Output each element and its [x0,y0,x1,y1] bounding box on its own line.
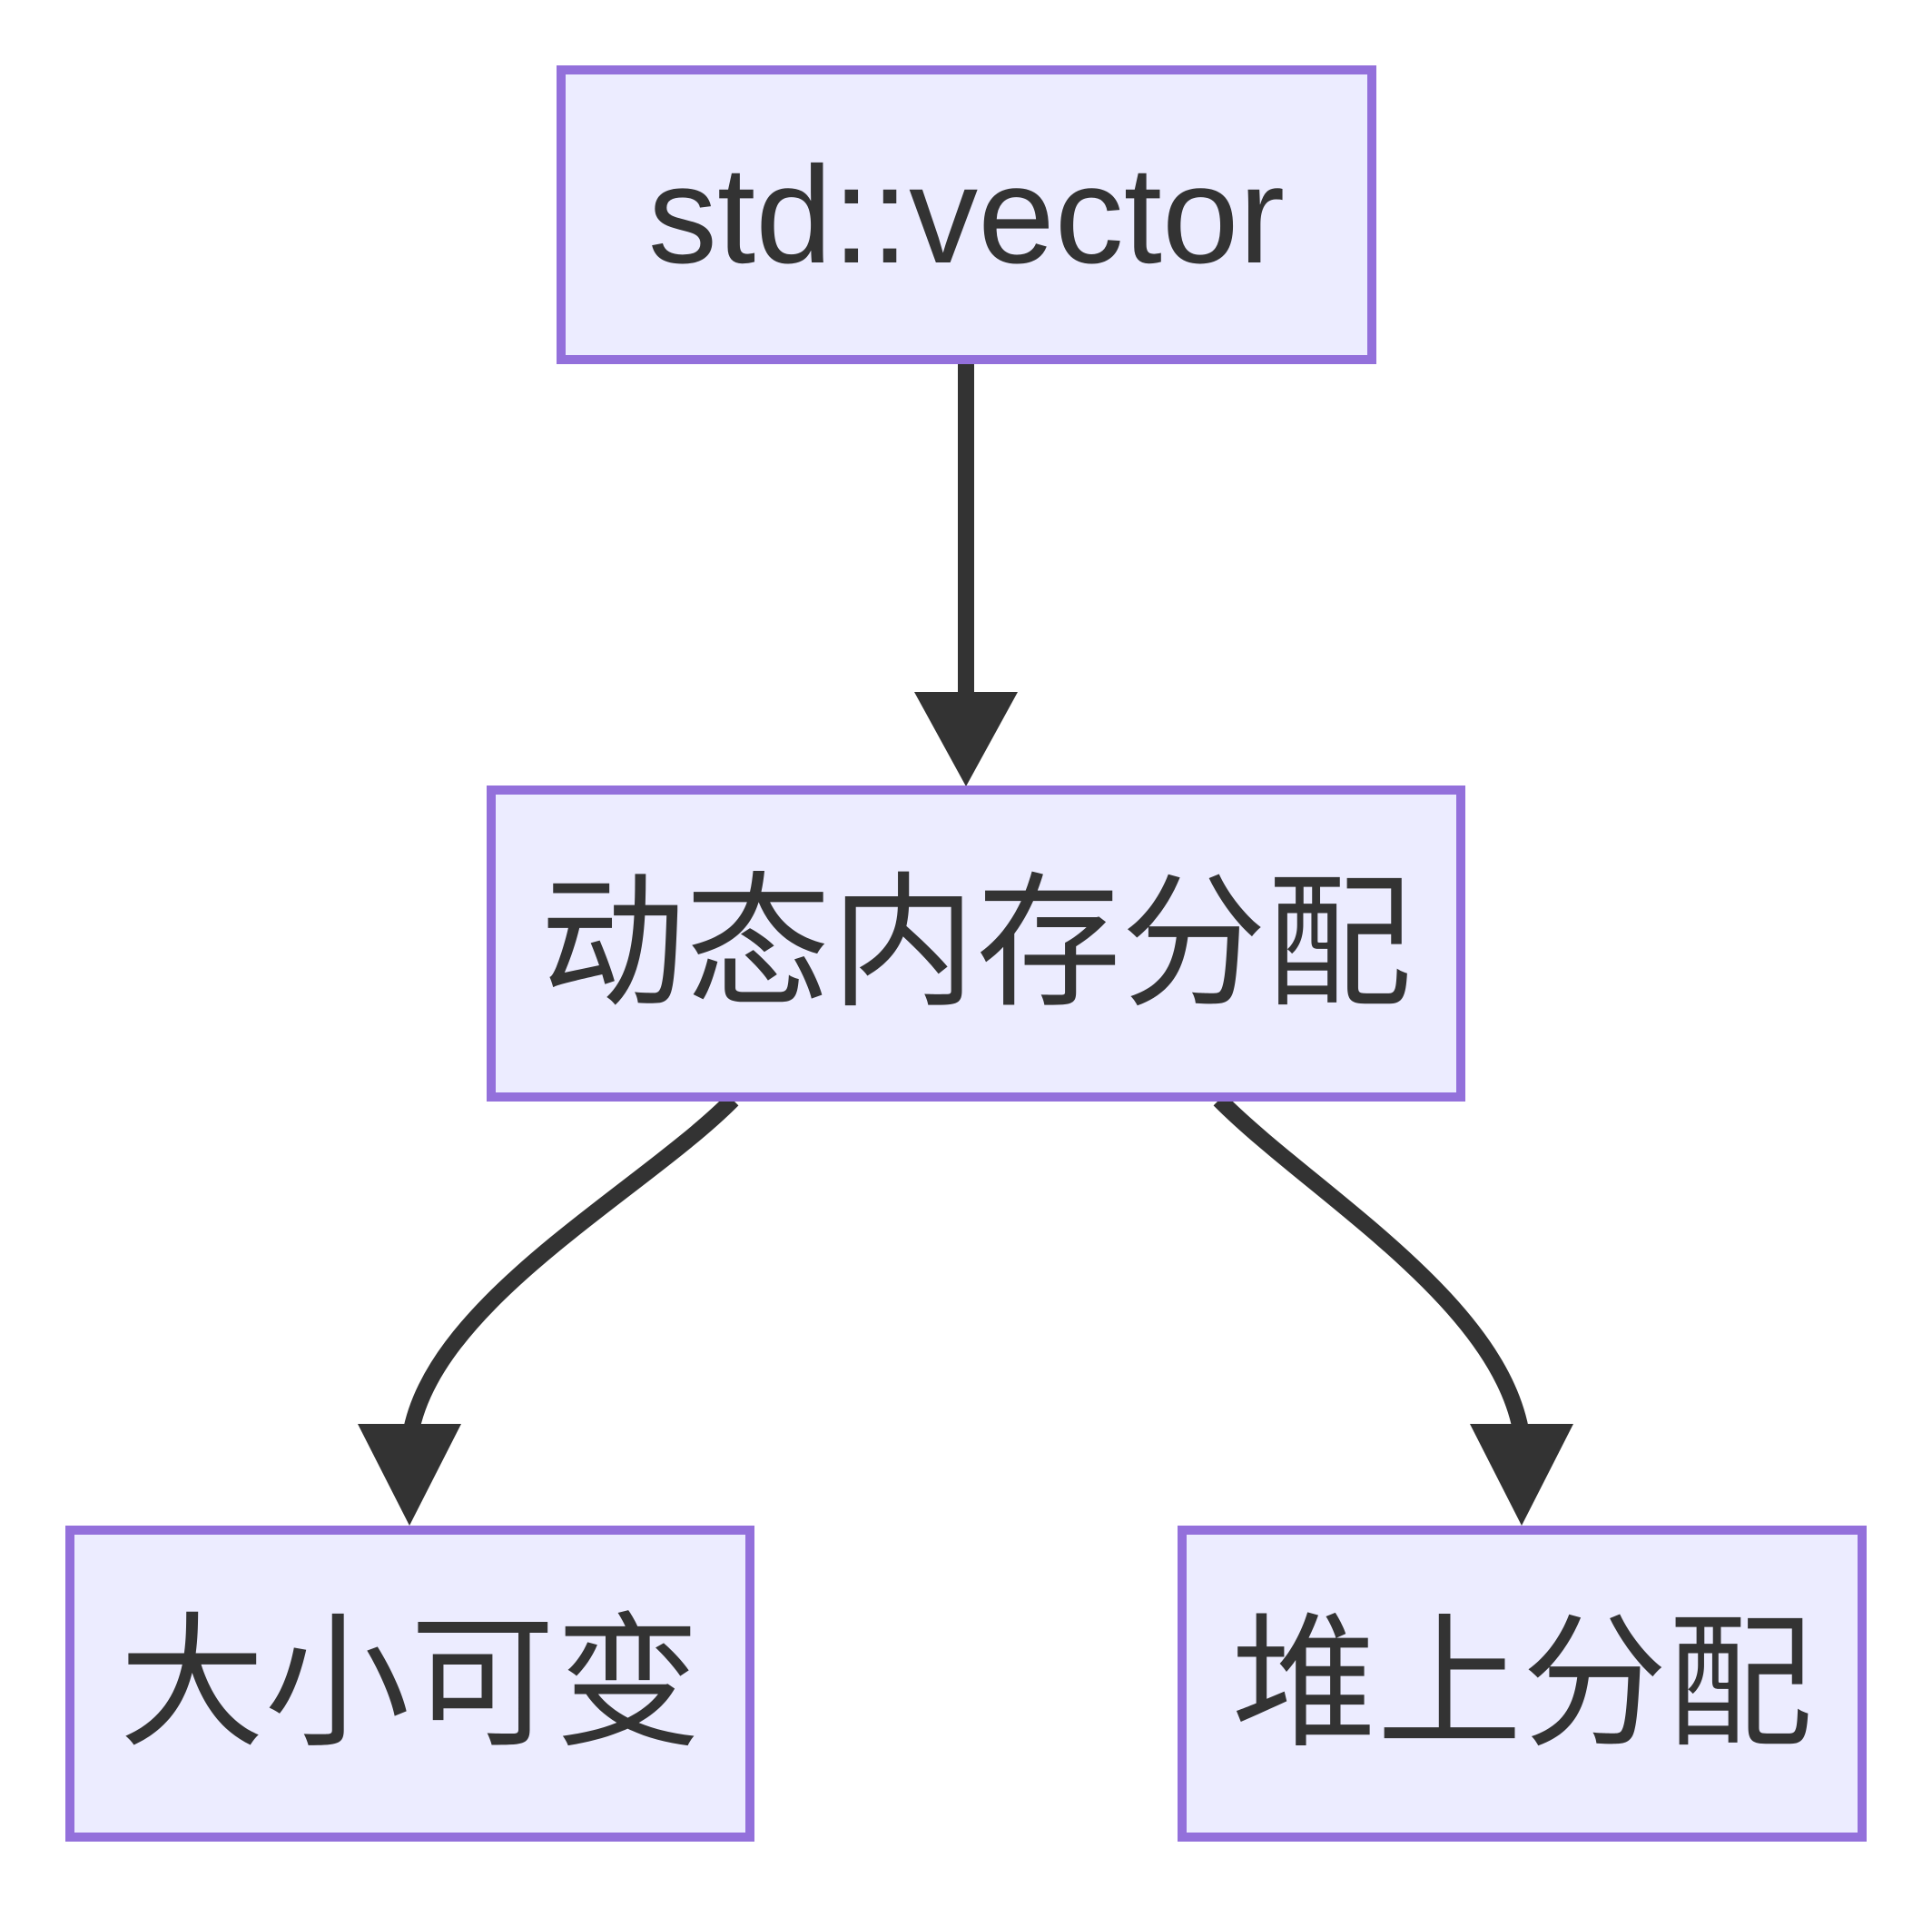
arrowhead-down-icon [358,1424,461,1526]
edge-dynamic-to-heap [1213,1093,1530,1437]
node-heap-allocated-label: 堆上分配 [1231,1602,1813,1764]
arrowhead-down-icon [914,692,1018,786]
node-std-vector: std::vector [557,65,1376,364]
node-resizable: 大小可变 [65,1526,754,1842]
node-heap-allocated: 堆上分配 [1178,1526,1867,1842]
node-dynamic-memory-allocation-label: 动态内存分配 [539,862,1412,1024]
arrowhead-down-icon [1470,1424,1573,1526]
edge-dynamic-to-resizable [402,1093,739,1437]
node-std-vector-label: std::vector [647,137,1286,292]
node-resizable-label: 大小可变 [119,1602,701,1764]
node-dynamic-memory-allocation: 动态内存分配 [487,786,1465,1102]
